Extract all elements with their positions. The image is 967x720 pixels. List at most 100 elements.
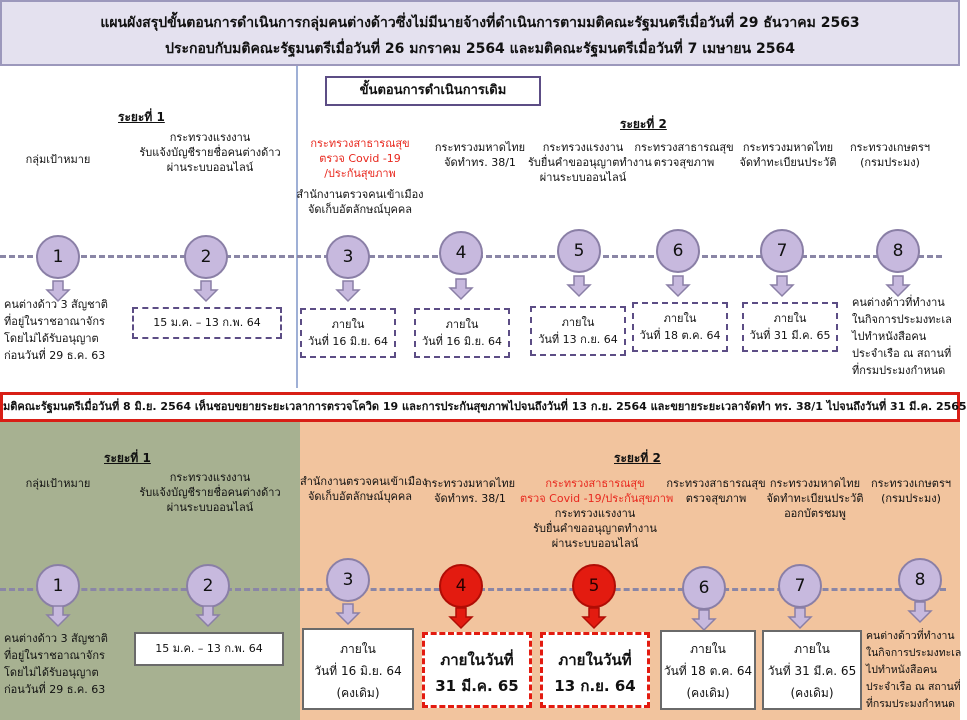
top-step5-box-line: วันที่ 13 ก.ย. 64 — [538, 333, 618, 346]
top-step7-box-line: วันที่ 31 มี.ค. 65 — [749, 329, 831, 342]
bottom-step1-box-line: โดยไม่ได้รับอนุญาต — [4, 666, 99, 679]
bottom-step7-text-line: กระทรวงมหาดไทย — [769, 477, 861, 490]
page-header: แผนผังสรุปขั้นตอนการดำเนินการกลุ่มคนต่าง… — [0, 0, 960, 66]
original-steps-label: ขั้นตอนการดำเนินการเดิม — [325, 76, 541, 106]
bottom-step5-text-line: ผ่านระบบออนไลน์ — [551, 537, 639, 550]
top-step3-box-line: วันที่ 16 มิ.ย. 64 — [307, 335, 389, 348]
bottom-step8-arrow-icon — [907, 601, 933, 624]
bottom-step1-box-line: ที่อยู่ในราชอาณาจักร — [4, 649, 105, 662]
bottom-step4-box: ภายในวันที่ 31 มี.ค. 65 — [422, 632, 532, 708]
bottom-step7-box: ภายใน วันที่ 31 มี.ค. 65 (คงเดิม) — [762, 630, 862, 710]
bottom-step8-box-line: ไปทำหนังสือคน — [866, 664, 937, 676]
bottom-step7-text-line: จัดทำทะเบียนประวัติ — [766, 492, 864, 505]
top-step3-circle: 3 — [326, 235, 370, 279]
bottom-step2-text-line: กระทรวงแรงงาน — [169, 471, 251, 484]
top-step7-box: ภายใน วันที่ 31 มี.ค. 65 — [742, 302, 838, 352]
bottom-step4-text: กระทรวงมหาดไทย จัดทำทร. 38/1 — [420, 476, 520, 506]
top-step8-box-line: คนต่างด้าวที่ทำงาน — [852, 296, 945, 309]
bottom-step4-box-line: 31 มี.ค. 65 — [435, 677, 519, 695]
page-title-line2: ประกอบกับมติคณะรัฐมนตรีเมื่อวันที่ 26 มก… — [165, 41, 795, 57]
bottom-step7-circle: 7 — [778, 564, 822, 608]
top-step8-box: คนต่างด้าวที่ทำงาน ในกิจการประมงทะเล ไปท… — [852, 294, 956, 379]
bottom-step4-circle: 4 — [439, 564, 483, 608]
bottom-step6-box-line: ภายใน — [690, 642, 726, 656]
page-title-line1: แผนผังสรุปขั้นตอนการดำเนินการกลุ่มคนต่าง… — [100, 15, 860, 31]
top-step7-text: กระทรวงมหาดไทย จัดทำทะเบียนประวัติ — [736, 140, 840, 170]
top-step8-text: กระทรวงเกษตรฯ (กรมประมง) — [842, 140, 938, 170]
bottom-step1-arrow-icon — [45, 605, 71, 628]
top-step6-box: ภายใน วันที่ 18 ต.ค. 64 — [632, 302, 728, 352]
bottom-step4-text-line: กระทรวงมหาดไทย — [424, 477, 516, 490]
top-phase2-panel — [296, 66, 960, 388]
bottom-step7-box-line: (คงเดิม) — [790, 686, 834, 700]
bottom-step7-text: กระทรวงมหาดไทย จัดทำทะเบียนประวัติ ออกบั… — [760, 476, 870, 521]
bottom-step3-box-line: วันที่ 16 มิ.ย. 64 — [314, 664, 402, 678]
top-step8-box-line: ในกิจการประมงทะเล — [852, 313, 952, 326]
top-step8-circle: 8 — [876, 229, 920, 273]
bottom-step4-arrow-icon — [448, 607, 474, 630]
bottom-step6-arrow-icon — [691, 609, 717, 632]
top-step2-circle: 2 — [184, 235, 228, 279]
bottom-step5-text-red-line: กระทรวงสาธารณสุข — [545, 477, 645, 490]
top-step7-box-line: ภายใน — [773, 312, 807, 325]
top-step1-box-line: ที่อยู่ในราชอาณาจักร — [4, 315, 105, 328]
bottom-step1-circle: 1 — [36, 564, 80, 608]
top-step2-text-line: ผ่านระบบออนไลน์ — [166, 161, 254, 174]
bottom-step5-arrow-icon — [581, 607, 607, 630]
top-step1-box: คนต่างด้าว 3 สัญชาติ ที่อยู่ในราชอาณาจัก… — [4, 296, 122, 364]
top-phase2-label: ระยะที่ 2 — [620, 117, 667, 131]
bottom-step2-box-line: 15 ม.ค. – 13 ก.พ. 64 — [155, 642, 263, 655]
bottom-step2-arrow-icon — [195, 605, 221, 628]
top-step4-box: ภายใน วันที่ 16 มิ.ย. 64 — [414, 308, 510, 358]
top-step6-circle: 6 — [656, 229, 700, 273]
bottom-step3-text-line: สำนักงานตรวจคนเข้าเมือง — [300, 475, 428, 488]
bottom-step8-box-line: ประจำเรือ ณ สถานที่ — [866, 681, 961, 693]
bottom-step4-text-line: จัดทำทร. 38/1 — [434, 492, 506, 505]
top-step3-text-line: สำนักงานตรวจคนเข้าเมือง — [296, 188, 424, 201]
top-step3-text-red-line: ตรวจ Covid -19 — [319, 152, 401, 165]
top-step1-box-line: คนต่างด้าว 3 สัญชาติ — [4, 298, 108, 311]
bottom-step6-text: กระทรวงสาธารณสุข ตรวจสุขภาพ — [662, 476, 770, 506]
bottom-step8-text-line: กระทรวงเกษตรฯ — [870, 477, 952, 490]
top-step1-circle: 1 — [36, 235, 80, 279]
bottom-step3-box-line: ภายใน — [340, 642, 376, 656]
bottom-step8-text: กระทรวงเกษตรฯ (กรมประมง) — [866, 476, 956, 506]
bottom-step8-box-line: ในกิจการประมงทะเล — [866, 647, 962, 659]
bottom-step5-box-line: 13 ก.ย. 64 — [554, 677, 636, 695]
bottom-step2-circle: 2 — [186, 564, 230, 608]
top-step8-text-line: (กรมประมง) — [860, 156, 920, 169]
top-step1-arrow-icon — [45, 280, 71, 303]
bottom-phase1-label: ระยะที่ 1 — [104, 451, 151, 465]
top-step3-text: กระทรวงสาธารณสุข ตรวจ Covid -19 /ประกันส… — [290, 136, 430, 217]
top-step4-text-line: จัดทำทร. 38/1 — [444, 156, 516, 169]
top-step3-text-red-line: กระทรวงสาธารณสุข — [310, 137, 410, 150]
top-step4-circle: 4 — [439, 231, 483, 275]
bottom-step1-box-line: คนต่างด้าว 3 สัญชาติ — [4, 632, 108, 645]
top-step5-box: ภายใน วันที่ 13 ก.ย. 64 — [530, 306, 626, 356]
top-step4-box-line: ภายใน — [445, 318, 479, 331]
top-step6-text: กระทรวงสาธารณสุข ตรวจสุขภาพ — [632, 140, 736, 170]
top-step2-box-line: 15 ม.ค. – 13 ก.พ. 64 — [153, 316, 261, 329]
top-step7-arrow-icon — [769, 275, 795, 298]
top-step3-arrow-icon — [335, 280, 361, 303]
top-step3-box: ภายใน วันที่ 16 มิ.ย. 64 — [300, 308, 396, 358]
top-step5-circle: 5 — [557, 229, 601, 273]
bottom-step5-text-red-line: ตรวจ Covid -19/ประกันสุขภาพ — [520, 492, 674, 505]
top-step4-box-line: วันที่ 16 มิ.ย. 64 — [421, 335, 503, 348]
top-step6-box-line: วันที่ 18 ต.ค. 64 — [639, 329, 721, 342]
top-step2-text-line: รับแจ้งบัญชีรายชื่อคนต่างด้าว — [139, 146, 281, 159]
top-step8-box-line: ที่กรมประมงกำหนด — [852, 364, 946, 377]
bottom-step7-box-line: วันที่ 31 มี.ค. 65 — [767, 664, 857, 678]
top-step7-text-line: จัดทำทะเบียนประวัติ — [739, 156, 837, 169]
bottom-step1-box: คนต่างด้าว 3 สัญชาติ ที่อยู่ในราชอาณาจัก… — [4, 630, 122, 698]
bottom-step8-box-line: ที่กรมประมงกำหนด — [866, 698, 956, 710]
top-step3-box-line: ภายใน — [331, 318, 365, 331]
top-step5-arrow-icon — [566, 275, 592, 298]
bottom-step5-box: ภายในวันที่ 13 ก.ย. 64 — [540, 632, 650, 708]
bottom-step2-box: 15 ม.ค. – 13 ก.พ. 64 — [134, 632, 284, 666]
bottom-step6-box-line: วันที่ 18 ต.ค. 64 — [663, 664, 753, 678]
top-step8-arrow-icon — [885, 275, 911, 298]
cabinet-resolution-banner: มติคณะรัฐมนตรีเมื่อวันที่ 8 มิ.ย. 2564 เ… — [0, 392, 967, 422]
bottom-step6-box: ภายใน วันที่ 18 ต.ค. 64 (คงเดิม) — [660, 630, 756, 710]
bottom-step5-text-line: รับยื่นคำขออนุญาตทำงาน — [533, 522, 657, 535]
